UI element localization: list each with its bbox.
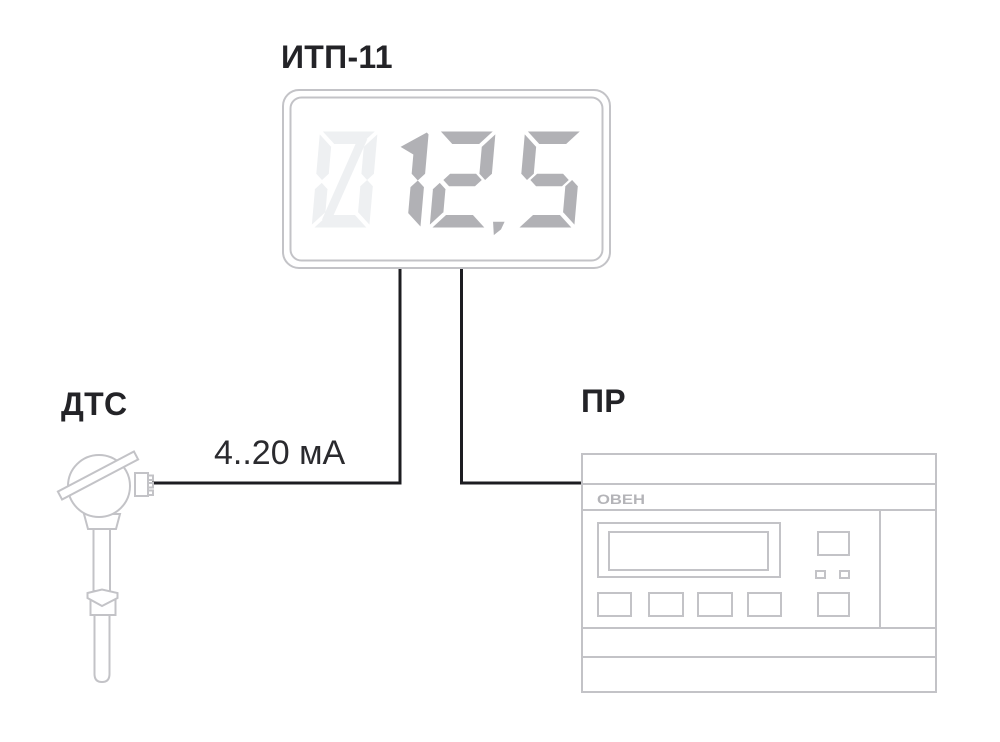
sensor-terminal-rib <box>147 482 154 489</box>
controller-button <box>747 592 782 617</box>
seven-segment-display <box>311 131 580 236</box>
controller-led <box>815 570 826 579</box>
wire-indicator-to-controller <box>460 269 581 485</box>
controller-button <box>817 592 850 617</box>
current-loop-label: 4..20 мА <box>214 434 346 472</box>
sensor-head-cap <box>56 450 140 501</box>
display-digit <box>429 131 496 228</box>
sensor-device <box>56 450 154 684</box>
controller-lcd-screen <box>608 531 769 571</box>
controller-label: ПР <box>581 383 626 419</box>
display-decimal-point <box>493 221 505 236</box>
sensor-terminal-rib <box>147 489 154 496</box>
sensor-label: ДТС <box>61 386 128 422</box>
display-digit <box>311 131 378 228</box>
wire-sensor-to-indicator <box>152 269 402 485</box>
indicator-label: ИТП-11 <box>281 39 393 75</box>
controller-led <box>839 570 850 579</box>
sensor-fitting-flange <box>86 588 119 608</box>
controller-button <box>817 531 850 556</box>
controller-button <box>597 592 632 617</box>
owen-logo: ОВЕН <box>597 491 645 507</box>
controller-device: ОВЕН <box>581 453 937 693</box>
controller-button <box>697 592 733 617</box>
display-digit <box>519 131 580 228</box>
sensor-terminal-block <box>134 472 149 497</box>
indicator-device <box>282 89 611 269</box>
sensor-terminal-rib <box>147 474 154 481</box>
display-digit <box>400 132 429 227</box>
sensor-probe <box>93 614 111 684</box>
sensor-stem <box>92 528 111 592</box>
controller-button <box>648 592 684 617</box>
